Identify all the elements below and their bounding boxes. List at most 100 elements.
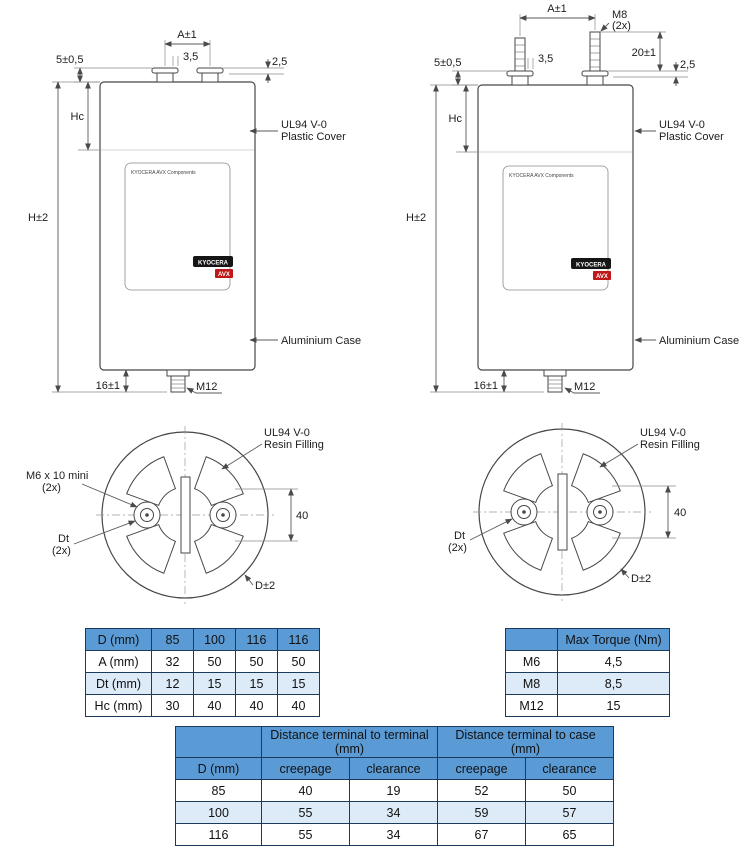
terminal-hole-right	[586, 498, 614, 526]
table-cell: D (mm)	[175, 757, 262, 780]
bottom-view-right: 40 UL94 V-0 Resin Filling Dt (2x) D±2	[448, 423, 700, 601]
table-cell: 4,5	[557, 650, 670, 673]
label-m12: M12	[574, 381, 595, 393]
table-cell: 50	[277, 650, 320, 673]
callout-resin-1: UL94 V-0	[264, 427, 310, 439]
kyocera-logo-text: KYOCERA	[198, 261, 229, 267]
callout-case: Aluminium Case	[281, 335, 361, 347]
product-label: KYOCERA AVX Components KYOCERA AVX	[124, 162, 233, 291]
distance-table: Distance terminal to terminal (mm) Dista…	[175, 726, 614, 846]
table-cell: 15	[557, 694, 670, 717]
table-cell: 40	[261, 779, 350, 802]
callout-dt-2: (2x)	[448, 542, 467, 554]
table-cell: A (mm)	[85, 650, 152, 673]
brand-text: KYOCERA AVX Components	[509, 173, 574, 179]
table-cell: 50	[193, 650, 236, 673]
callout-resin-2: Resin Filling	[264, 439, 324, 451]
resin-slot-se	[570, 520, 621, 571]
table-cell: 116	[277, 628, 320, 651]
kyocera-logo	[193, 256, 233, 267]
table-cell: 12	[151, 672, 194, 695]
table-cell: 32	[151, 650, 194, 673]
resin-slot-nw	[126, 456, 177, 507]
callout-dt-1: Dt	[454, 530, 465, 542]
dim-2-5: 2,5	[272, 56, 287, 68]
table-cell: 85	[151, 628, 194, 651]
mounting-stud	[543, 369, 567, 393]
table-cell: 116	[175, 823, 262, 846]
avx-logo	[215, 269, 233, 278]
table-cell: 55	[261, 801, 350, 824]
table-cell	[175, 726, 262, 758]
terminal-hole-right	[209, 501, 237, 529]
table-cell: 15	[277, 672, 320, 695]
dim-d: D±2	[631, 573, 651, 585]
table-cell: 55	[261, 823, 350, 846]
dim-3-5: 3,5	[538, 53, 553, 65]
table-cell: 57	[525, 801, 614, 824]
dim-5: 5±0,5	[434, 57, 461, 69]
table-cell: M12	[505, 694, 558, 717]
callout-resin-1: UL94 V-0	[640, 427, 686, 439]
terminal-stud-left	[506, 37, 534, 86]
callout-cover-2: Plastic Cover	[659, 131, 724, 143]
table-cell: Max Torque (Nm)	[557, 628, 670, 651]
table-cell: 59	[437, 801, 526, 824]
table-cell: Dt (mm)	[85, 672, 152, 695]
side-view-left: KYOCERA AVX Components KYOCERA AVX A±1 3…	[28, 29, 361, 394]
avx-logo-text: AVX	[596, 274, 608, 280]
table-cell: 67	[437, 823, 526, 846]
avx-logo	[593, 271, 611, 280]
callout-resin-2: Resin Filling	[640, 439, 700, 451]
table-cell: 50	[525, 779, 614, 802]
table-cell: Hc (mm)	[85, 694, 152, 717]
table-cell: D (mm)	[85, 628, 152, 651]
torque-table: Max Torque (Nm) M6 4,5 M8 8,5 M12 15	[505, 628, 670, 717]
avx-logo-text: AVX	[218, 272, 230, 278]
table-cell: M8	[505, 672, 558, 695]
table-cell: 19	[349, 779, 438, 802]
resin-slot-ne	[570, 453, 621, 504]
dim-3-5: 3,5	[183, 51, 198, 63]
callout-cover-2: Plastic Cover	[281, 131, 346, 143]
table-cell: 100	[175, 801, 262, 824]
callout-cover-1: UL94 V-0	[659, 119, 705, 131]
product-label: KYOCERA AVX Components KYOCERA AVX	[502, 165, 611, 291]
label-m8: M8	[612, 9, 627, 21]
callout-m6-1: M6 x 10 mini	[26, 470, 88, 482]
table-cell: clearance	[525, 757, 614, 780]
dim-16: 16±1	[96, 380, 120, 392]
table-cell: 85	[175, 779, 262, 802]
table-cell: Distance terminal to terminal (mm)	[261, 726, 438, 758]
table-cell: 100	[193, 628, 236, 651]
dim-16: 16±1	[474, 380, 498, 392]
callout-cover-1: UL94 V-0	[281, 119, 327, 131]
dim-20: 20±1	[632, 47, 656, 59]
terminal-hole-left	[133, 501, 161, 529]
table-cell: 34	[349, 823, 438, 846]
table-cell: creepage	[261, 757, 350, 780]
table-cell: 40	[235, 694, 278, 717]
side-view-right: KYOCERA AVX Components KYOCERA AVX A±1 M…	[406, 3, 739, 394]
resin-slot-sw	[126, 523, 177, 574]
brand-text: KYOCERA AVX Components	[131, 170, 196, 176]
dim-hc: Hc	[449, 113, 463, 125]
dim-h: H±2	[28, 212, 48, 224]
dim-2-5: 2,5	[680, 59, 695, 71]
resin-slot-se	[193, 523, 244, 574]
table-cell: 40	[277, 694, 320, 717]
terminal-stud-right	[581, 31, 609, 86]
table-cell	[505, 628, 558, 651]
table-cell: 65	[525, 823, 614, 846]
callout-dt-2: (2x)	[52, 545, 71, 557]
center-bracket	[180, 476, 191, 554]
table-cell: 116	[235, 628, 278, 651]
table-cell: Distance terminal to case (mm)	[437, 726, 614, 758]
kyocera-logo-text: KYOCERA	[576, 263, 607, 269]
callout-case: Aluminium Case	[659, 335, 739, 347]
terminal-hole-left	[510, 498, 538, 526]
callout-dt-1: Dt	[58, 533, 69, 545]
table-cell: 15	[193, 672, 236, 695]
label-m12: M12	[196, 381, 217, 393]
